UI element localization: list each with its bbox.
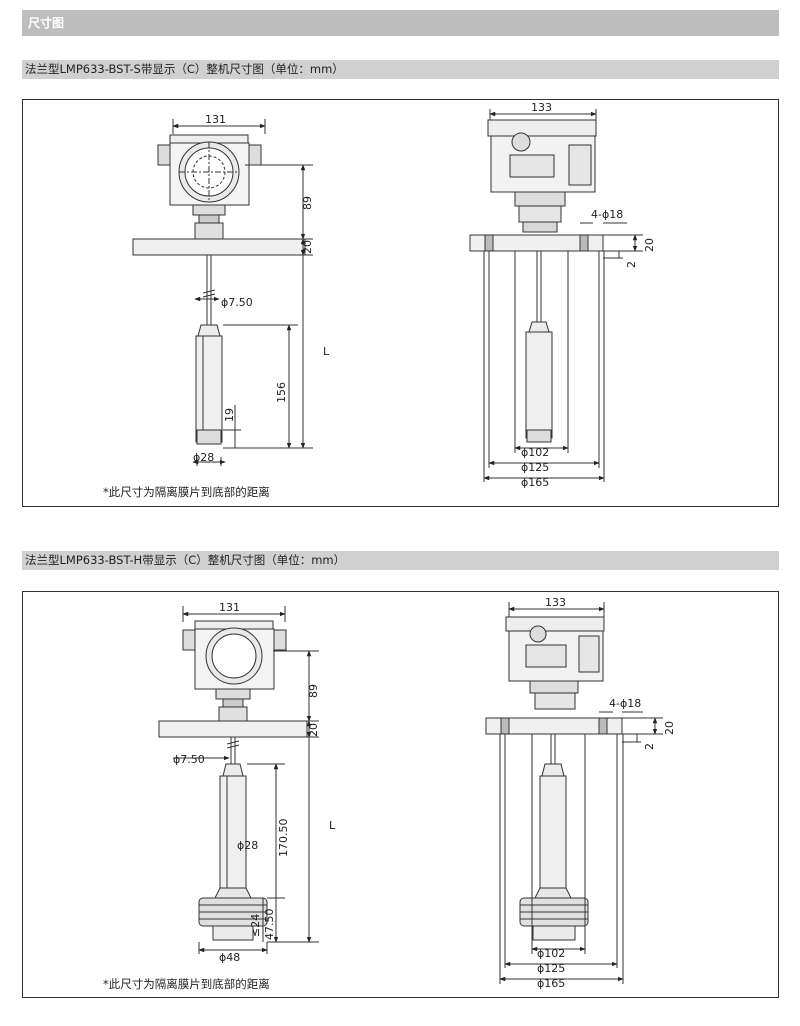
s1-dim-flange-right: 20	[643, 238, 656, 252]
s1-dim-cable: ϕ7.50	[221, 296, 253, 309]
s2-dim-base-dia: ϕ48	[219, 951, 240, 964]
s1-right-probe	[525, 331, 553, 439]
s1-dim-d165: ϕ165	[521, 476, 549, 489]
section2-drawing-frame: 131 89 20 ϕ7.50 L ϕ28 170.50 ≤24 47.50 ϕ…	[22, 591, 779, 998]
s2-dim-flange-right: 20	[663, 721, 676, 735]
s2-dim-L: L	[329, 819, 336, 832]
s2-dim-d102: ϕ102	[537, 947, 565, 960]
s2-right-flange	[485, 717, 623, 735]
s1-dim-L: L	[323, 345, 330, 358]
s2-dim-flange-left: 20	[307, 723, 320, 737]
s1-dim-holes: 4-ϕ18	[591, 208, 623, 221]
s1-left-probe	[195, 335, 223, 443]
page-header: 尺寸图	[22, 10, 779, 36]
section1-title: 法兰型LMP633-BST-S带显示（C）整机尺寸图（单位：mm）	[22, 60, 779, 79]
s2-dim-probe-length: 170.50	[277, 819, 290, 858]
s2-dim-width-right: 133	[545, 596, 566, 609]
s2-left-probe	[219, 775, 247, 889]
s1-dim-flange-left: 20	[301, 240, 314, 254]
s1-dim-offset: 2	[625, 261, 638, 268]
s2-dim-holes: 4-ϕ18	[609, 697, 641, 710]
section2-drawing: 131 89 20 ϕ7.50 L ϕ28 170.50 ≤24 47.50 ϕ…	[158, 596, 676, 990]
s2-dim-cable: ϕ7.50	[173, 753, 205, 766]
section2-note: *此尺寸为隔离膜片到底部的距离	[103, 977, 270, 991]
s1-dim-d102: ϕ102	[521, 446, 549, 459]
s2-left-flange	[158, 720, 308, 738]
s1-right-housing	[487, 119, 597, 233]
s2-dim-probe-dia: ϕ28	[237, 839, 258, 852]
s2-dim-tip-b: 47.50	[263, 909, 276, 941]
s2-dim-housing-height: 89	[307, 684, 320, 698]
s2-dim-width-left: 131	[219, 601, 240, 614]
s1-dim-housing-height: 89	[301, 196, 314, 210]
s1-dim-probe-dia: ϕ28	[193, 451, 214, 464]
section2-title: 法兰型LMP633-BST-H带显示（C）整机尺寸图（单位：mm）	[22, 551, 779, 570]
s1-dim-probe-length: 156	[275, 382, 288, 403]
section1-note: *此尺寸为隔离膜片到底部的距离	[103, 485, 270, 499]
s1-dim-width-left: 131	[205, 113, 226, 126]
s2-dim-offset: 2	[643, 743, 656, 750]
s1-left-housing	[157, 134, 262, 240]
s2-left-housing	[182, 620, 287, 722]
s2-right-probe	[539, 775, 567, 889]
s1-dim-d125: ϕ125	[521, 461, 549, 474]
section1-drawing: 131 89 20 ϕ7.50 L 156 19 ϕ28 133 4-ϕ18 2…	[132, 101, 656, 489]
s2-dim-tip-a: ≤24	[249, 914, 262, 937]
section1-drawing-frame: 131 89 20 ϕ7.50 L 156 19 ϕ28 133 4-ϕ18 2…	[22, 99, 779, 507]
s1-dim-tip-length: 19	[223, 408, 236, 422]
s1-dim-width-right: 133	[531, 101, 552, 114]
s2-dim-d125: ϕ125	[537, 962, 565, 975]
s2-dim-d165: ϕ165	[537, 977, 565, 990]
s1-left-flange	[132, 238, 306, 256]
s2-right-housing	[505, 616, 605, 710]
